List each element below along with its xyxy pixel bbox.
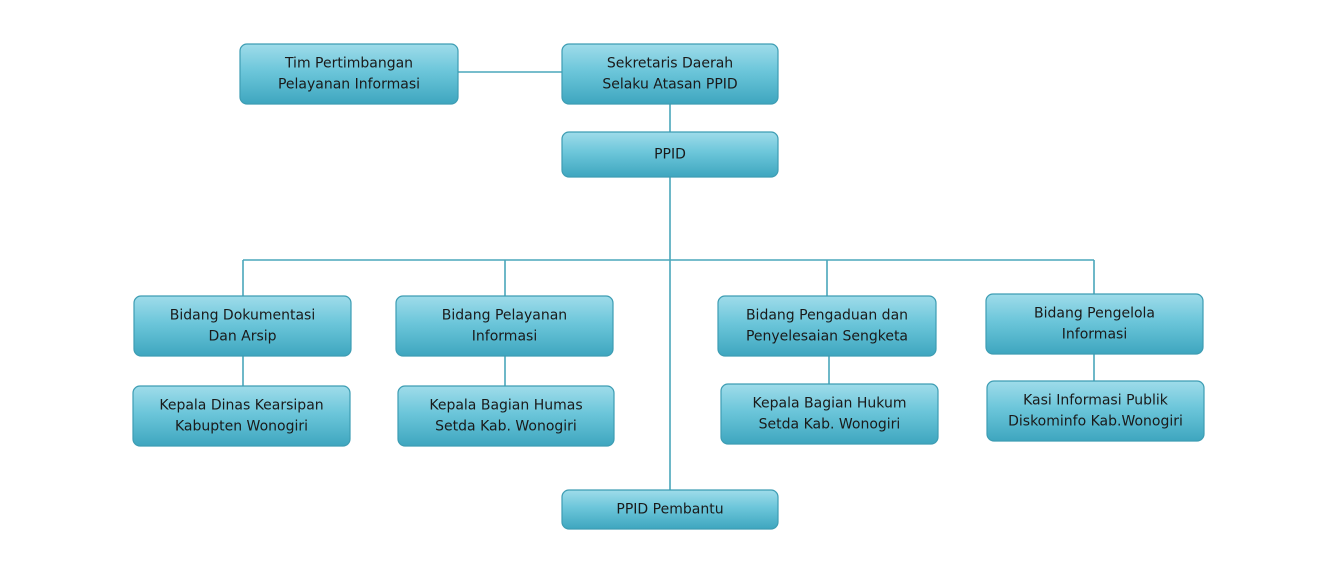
node-label-dokumentasi-line-2: Dan Arsip bbox=[208, 329, 276, 345]
node-box-kasi bbox=[986, 380, 1205, 442]
node-pembantu: PPID Pembantu bbox=[561, 489, 779, 530]
node-box-tim bbox=[239, 43, 459, 105]
node-label-pengaduan-line-1: Bidang Pengaduan dan bbox=[746, 308, 908, 324]
node-label-pembantu-line-1: PPID Pembantu bbox=[616, 502, 723, 518]
node-box-ppid bbox=[561, 131, 779, 178]
node-label-kasi-line-2: Diskominfo Kab.Wonogiri bbox=[1008, 414, 1183, 430]
node-label-kearsipan-line-1: Kepala Dinas Kearsipan bbox=[159, 398, 323, 414]
node-box-kearsipan bbox=[132, 385, 351, 447]
connector-lines bbox=[242, 71, 1095, 490]
node-label-pengelola-line-1: Bidang Pengelola bbox=[1034, 306, 1155, 322]
node-label-humas-line-2: Setda Kab. Wonogiri bbox=[435, 419, 577, 435]
node-label-sekda-line-1: Sekretaris Daerah bbox=[607, 56, 733, 72]
node-label-tim-line-1: Tim Pertimbangan bbox=[284, 56, 413, 72]
node-label-kasi-line-1: Kasi Informasi Publik bbox=[1023, 393, 1169, 409]
node-box-pembantu bbox=[561, 489, 779, 530]
node-box-dokumentasi bbox=[133, 295, 352, 357]
node-label-hukum-line-2: Setda Kab. Wonogiri bbox=[759, 417, 901, 433]
node-label-pengelola-line-2: Informasi bbox=[1062, 327, 1127, 343]
node-label-humas-line-1: Kepala Bagian Humas bbox=[429, 398, 582, 414]
node-box-sekda bbox=[561, 43, 779, 105]
node-box-pelayanan bbox=[395, 295, 614, 357]
node-box-hukum bbox=[720, 383, 939, 445]
node-label-pelayanan-line-2: Informasi bbox=[472, 329, 537, 345]
node-label-dokumentasi-line-1: Bidang Dokumentasi bbox=[170, 308, 315, 324]
node-ppid: PPID bbox=[561, 131, 779, 178]
node-label-hukum-line-1: Kepala Bagian Hukum bbox=[753, 396, 907, 412]
node-label-kearsipan-line-2: Kabupten Wonogiri bbox=[175, 419, 308, 435]
node-label-pengaduan-line-2: Penyelesaian Sengketa bbox=[746, 329, 908, 345]
node-label-sekda-line-2: Selaku Atasan PPID bbox=[602, 77, 737, 93]
node-label-ppid-line-1: PPID bbox=[654, 147, 686, 163]
node-label-pelayanan-line-1: Bidang Pelayanan bbox=[442, 308, 567, 324]
node-box-humas bbox=[397, 385, 615, 447]
node-label-tim-line-2: Pelayanan Informasi bbox=[278, 77, 420, 93]
node-box-pengelola bbox=[985, 293, 1204, 355]
node-box-pengaduan bbox=[717, 295, 937, 357]
